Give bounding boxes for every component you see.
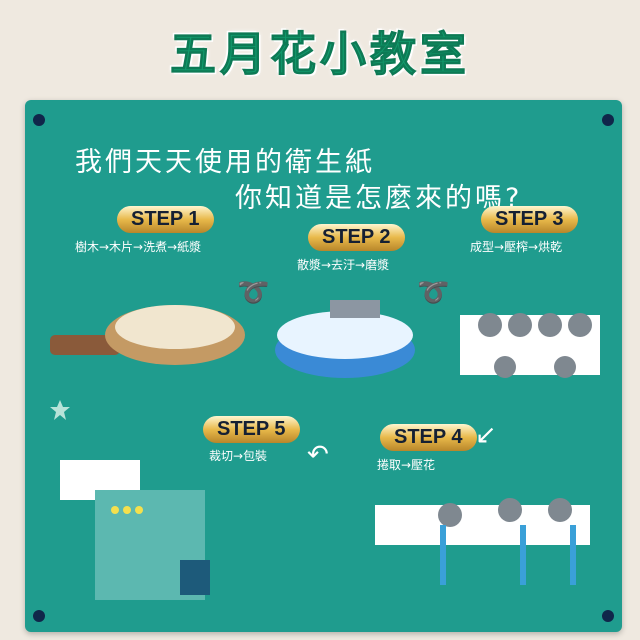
page-title: 五月花小教室	[170, 27, 470, 82]
step-1-badge: STEP 1	[117, 206, 214, 233]
arrow-icon: ↶	[307, 440, 329, 470]
step-3-desc: 成型→壓榨→烘乾	[470, 240, 563, 254]
pin-icon	[602, 610, 614, 622]
step-5-badge: STEP 5	[203, 416, 300, 443]
wood-pulp-illustration	[50, 305, 245, 365]
step-4-badge: STEP 4	[380, 424, 477, 451]
question-line-1: 我們天天使用的衛生紙	[75, 147, 375, 178]
arrow-icon: ↙	[475, 420, 497, 450]
arrow-icon: ➰	[417, 278, 450, 308]
question-line-2: 你知道是怎麼來的嗎?	[235, 183, 523, 214]
step-2-badge: STEP 2	[308, 224, 405, 251]
winding-machine-illustration	[375, 498, 590, 585]
step-2-desc: 散漿→去汙→磨漿	[297, 258, 390, 272]
arrow-icon: ➰	[237, 278, 270, 308]
step-4-desc: 捲取→壓花	[377, 458, 436, 472]
step-5-desc: 裁切→包裝	[209, 449, 268, 463]
star-icon	[50, 400, 70, 420]
step-1-desc: 樹木→木片→洗煮→紙漿	[75, 240, 202, 254]
cutting-machine-illustration	[60, 460, 210, 600]
step-3-badge: STEP 3	[481, 206, 578, 233]
pulp-pool-illustration	[275, 300, 415, 378]
pin-icon	[33, 114, 45, 126]
chalkboard: 我們天天使用的衛生紙 你知道是怎麼來的嗎? STEP 1 樹木→木片→洗煮→紙漿…	[25, 100, 622, 632]
pin-icon	[33, 610, 45, 622]
pin-icon	[602, 114, 614, 126]
press-rollers-illustration	[460, 313, 600, 378]
